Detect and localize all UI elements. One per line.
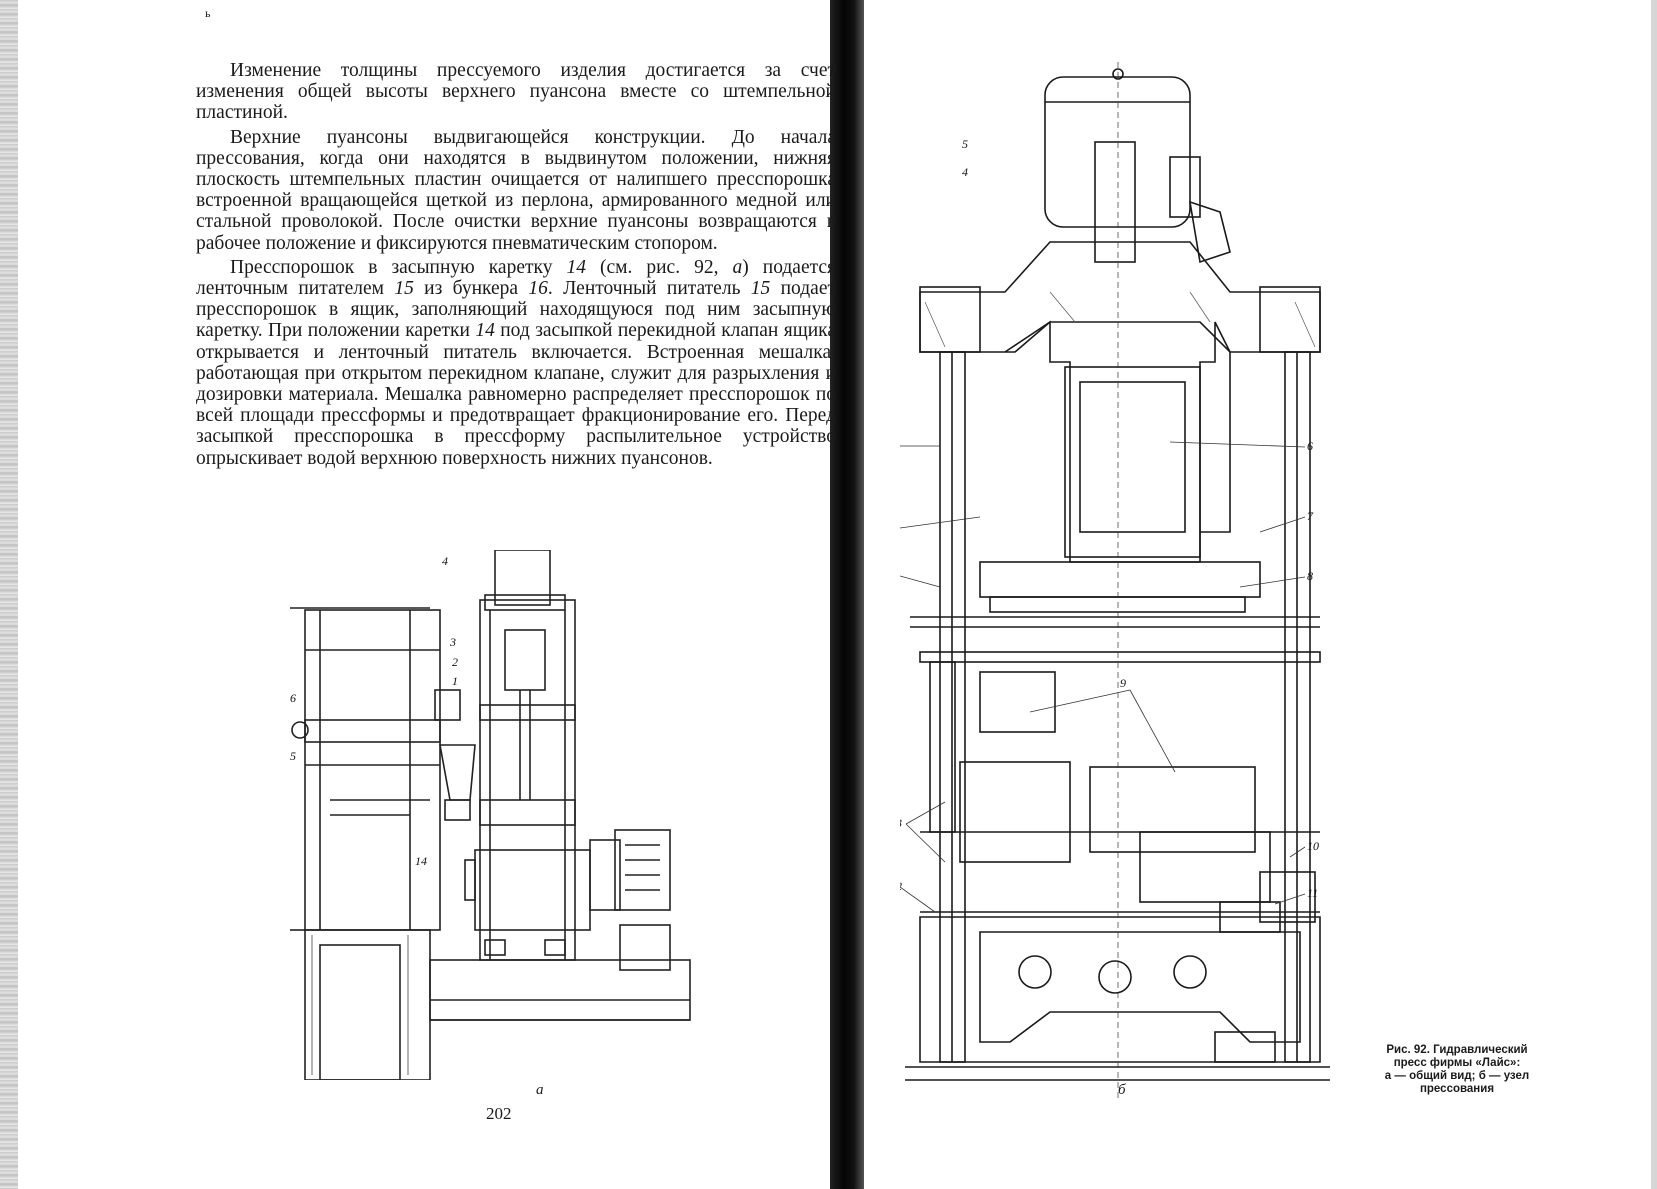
caption-line-1: Рис. 92. Гидравлический [1386,1044,1528,1056]
paragraph-2: Верхние пуансоны выдвигающейся конструкц… [196,126,836,254]
callout-b-13: 13 [900,816,902,830]
callout-b-7: 7 [1307,509,1314,523]
callout-a-16: 16 [290,691,296,705]
page-number: 202 [486,1104,512,1123]
figure-b-letter: б [1118,1082,1126,1098]
callout-a-1: 1 [452,674,458,688]
scan-right-edge [1651,0,1657,1189]
paragraph-1: Изменение толщины прессуемого изделия до… [196,60,836,124]
scan-left-edge [0,0,18,1189]
figure-caption: Рис. 92. Гидравлический пресс фирмы «Лай… [1352,1044,1562,1096]
corner-mark: ь [205,6,211,20]
caption-line-2: пресс фирмы «Лайс»: [1393,1057,1521,1069]
body-text: Изменение толщины прессуемого изделия до… [196,60,836,469]
figure-a-letter: а [536,1082,544,1098]
callout-b-11: 11 [1307,886,1318,900]
callout-b-9: 9 [1120,676,1126,690]
paragraph-3: Пресспорошок в засыпную каретку 14 (см. … [196,256,836,469]
callout-a-4: 4 [442,554,448,568]
callout-a-2: 2 [452,655,458,669]
callout-a-15: 15 [290,749,296,763]
callout-b-4: 4 [962,165,968,179]
callout-b-6: 6 [1307,439,1313,453]
caption-line-3: а — общий вид; б — узел [1384,1070,1530,1082]
figure-a-press-general-view: 4 3 2 1 16 15 14 [290,550,691,1080]
caption-line-4: прессования [1419,1083,1495,1095]
book-gutter [830,0,864,1189]
callout-b-5: 5 [962,137,968,151]
callout-b-8: 8 [1307,569,1313,583]
callout-b-12: 12 [900,879,902,893]
callout-a-14: 14 [415,854,427,868]
figure-b-pressing-unit: 5 4 3 2 1 13 12 6 7 8 9 10 11 [900,62,1330,1098]
callout-b-10: 10 [1307,839,1319,853]
callout-a-3: 3 [449,635,456,649]
